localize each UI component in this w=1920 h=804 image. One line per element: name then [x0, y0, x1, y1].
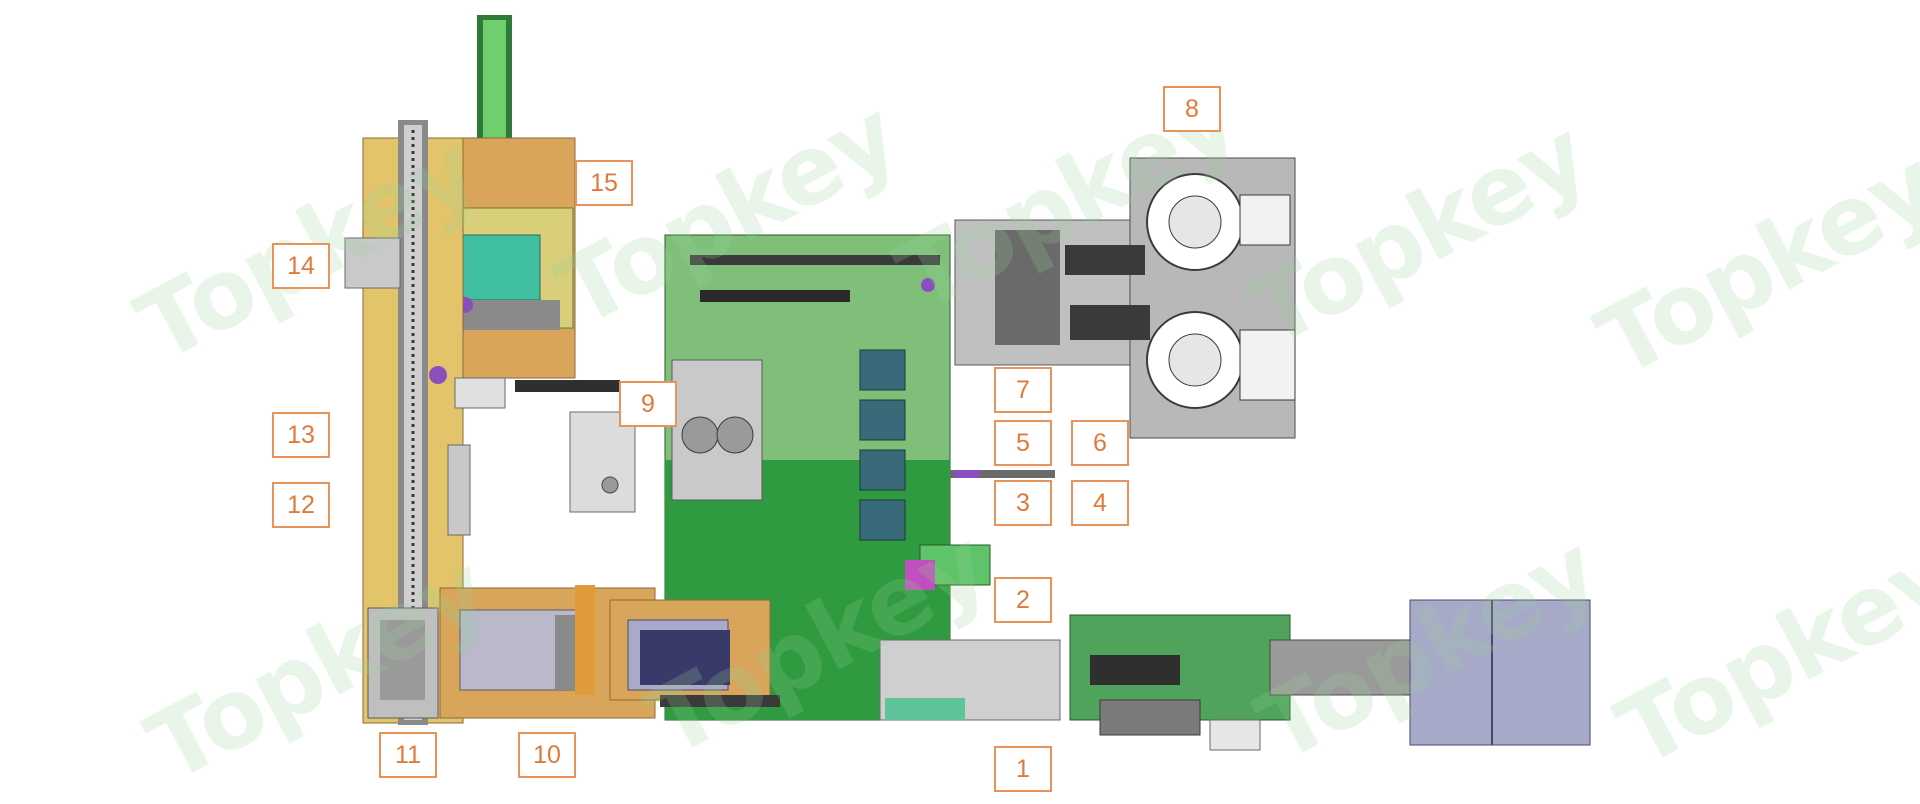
- callout-label: 12: [272, 482, 330, 528]
- callout-label: 8: [1163, 86, 1221, 132]
- station-1-output: [1069, 599, 1591, 751]
- callout-label: 9: [619, 381, 677, 427]
- callout-label: 10: [518, 732, 576, 778]
- station-3-6-connector: [950, 470, 1055, 478]
- callout-label: 7: [994, 367, 1052, 413]
- station-7-8-area: [954, 157, 1296, 439]
- lower-transfer-platform: [609, 599, 1061, 721]
- main-green-base: [664, 234, 991, 721]
- callout-label: 13: [272, 412, 330, 458]
- callout-label: 14: [272, 243, 330, 289]
- callout-label: 11: [379, 732, 437, 778]
- callout-label: 4: [1071, 480, 1129, 526]
- callout-label: 5: [994, 420, 1052, 466]
- station-11-block: [367, 607, 439, 719]
- callout-label: 2: [994, 577, 1052, 623]
- callout-label: 6: [1071, 420, 1129, 466]
- callout-label: 15: [575, 160, 633, 206]
- callout-label: 1: [994, 746, 1052, 792]
- station-9-carrier: [454, 377, 636, 513]
- callout-label: 3: [994, 480, 1052, 526]
